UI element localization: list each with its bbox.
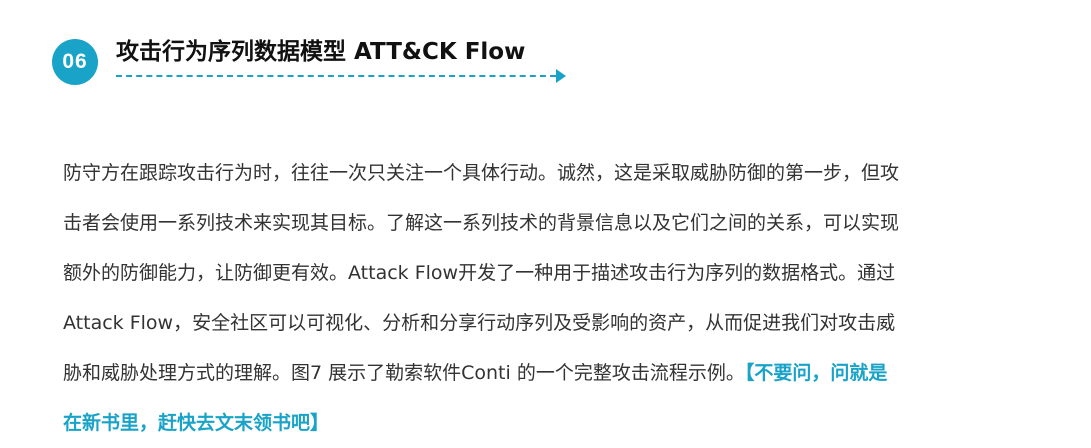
paragraph-line-2: 击者会使用一系列技术来实现其目标。了解这一系列技术的背景信息以及它们之间的关系，… [63, 212, 900, 234]
paragraph-line-1: 防守方在跟踪攻击行为时，往往一次只关注一个具体行动。诚然，这是采取威胁防御的第一… [63, 162, 900, 184]
highlight-callout-start: 【不要问，问就是 [744, 362, 888, 384]
section-title: 攻击行为序列数据模型 ATT&CK Flow [116, 39, 526, 65]
dashed-divider [116, 75, 556, 77]
section-number-badge: 06 [52, 39, 98, 85]
paragraph-line-5: 胁和威胁处理方式的理解。图7 展示了勒索软件Conti 的一个完整攻击流程示例。… [63, 348, 1061, 398]
arrow-right-icon [556, 69, 566, 83]
section-header: 06 攻击行为序列数据模型 ATT&CK Flow [52, 33, 572, 85]
paragraph-line-4: Attack Flow，安全社区可以可视化、分析和分享行动序列及受影响的资产，从… [63, 312, 896, 334]
highlight-callout-end: 在新书里，赶快去文末领书吧】 [63, 412, 330, 434]
paragraph-line-5-text: 胁和威胁处理方式的理解。图7 展示了勒索软件Conti 的一个完整攻击流程示例。 [63, 362, 745, 384]
body-paragraph: 防守方在跟踪攻击行为时，往往一次只关注一个具体行动。诚然，这是采取威胁防御的第一… [63, 148, 1061, 448]
paragraph-line-3: 额外的防御能力，让防御更有效。Attack Flow开发了一种用于描述攻击行为序… [63, 262, 896, 284]
